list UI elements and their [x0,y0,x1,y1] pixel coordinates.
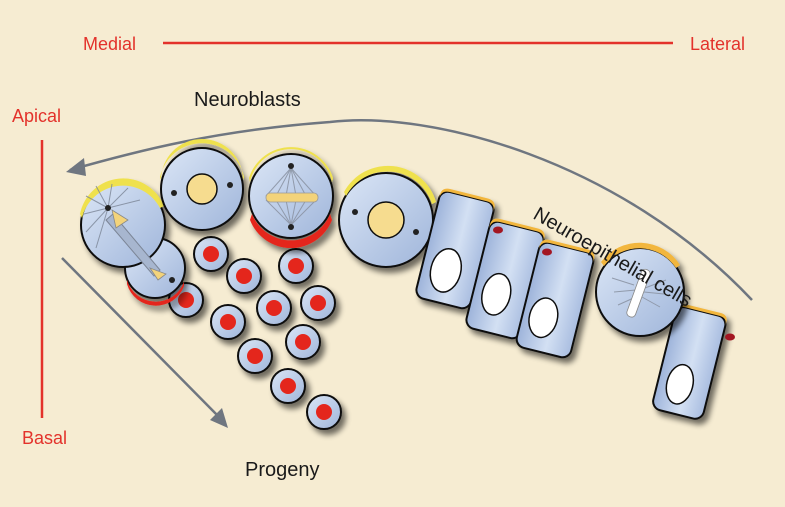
progeny-arrow [61,257,223,421]
junction [725,333,735,341]
progeny-cell [270,368,306,404]
columnar-cell [515,239,595,359]
progeny-cell [306,394,342,430]
progeny-cell [285,324,321,360]
neuroblast-arrow [69,119,753,301]
neuroblast-interphase [160,139,244,231]
progeny-label: Progeny [245,459,320,481]
metaphase-plate [626,268,651,318]
medial-label: Medial [83,34,137,54]
neuroblast-large [338,165,436,268]
progeny-arrowhead [210,408,228,428]
dividing-neuroblast [80,178,186,306]
junction [542,248,552,256]
metaphase-plate [265,192,319,203]
progeny-cell [278,248,314,284]
centrosome-triangle [111,209,129,229]
progeny-cell [210,304,246,340]
adherens-junctions [493,226,735,341]
apical-label: Apical [12,106,62,126]
junction [493,226,503,234]
progeny-cell [237,338,273,374]
lateral-label: Lateral [690,34,746,54]
progeny-cell [226,258,262,294]
progeny-cell [168,282,204,318]
basal-label: Basal [22,428,68,448]
progeny-cell [256,290,292,326]
columnar-cell [652,303,727,420]
progeny-cell [300,285,336,321]
neuroblast-arrowhead [66,158,86,176]
neuroblasts-label: Neuroblasts [194,89,301,111]
neuroepithelial-cells [415,188,727,420]
progeny-cells [168,236,342,430]
dividing-neuroepithelial-cell [595,242,685,337]
neuroblast-metaphase [248,147,334,249]
progeny-cell [193,236,229,272]
spindle-rays [83,183,141,249]
centrosome-triangle [148,267,167,281]
spindle-bar [105,213,161,277]
